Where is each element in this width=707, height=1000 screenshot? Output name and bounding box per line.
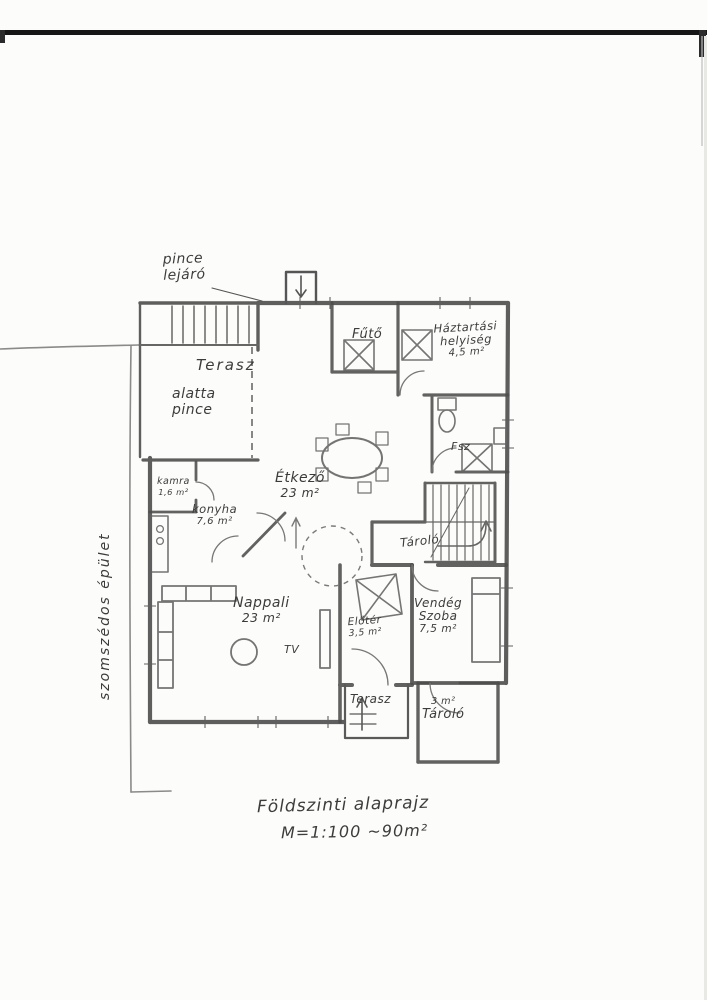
caption-scale: M=1:100 ~90m² xyxy=(280,820,429,843)
side-note-neighboring-building: szomszédos épület xyxy=(97,532,113,700)
interior-walls xyxy=(148,301,510,764)
label-terasz-upper: Terasz xyxy=(196,356,256,374)
label-tarolo-lower: 3 m² Tároló xyxy=(422,696,465,722)
toilet-icon xyxy=(437,397,457,433)
label-tv: TV xyxy=(284,643,300,656)
stair-direction-arrow xyxy=(437,520,492,547)
room-name: Tároló xyxy=(422,706,465,722)
dining-flow-arrow xyxy=(291,516,301,549)
door-swing-arcs xyxy=(195,370,461,714)
sink-icon xyxy=(493,427,507,445)
fixtures xyxy=(343,329,507,621)
room-name: Nappali xyxy=(233,595,290,611)
label-pince-lejaro: pince lejáró xyxy=(162,250,206,284)
room-name: kamra xyxy=(157,476,190,487)
label-eloter: Előtér 3,5 m² xyxy=(347,614,382,639)
bed xyxy=(471,577,501,663)
label-etkezo: Étkező 23 m² xyxy=(275,470,325,500)
dining-chairs xyxy=(315,423,389,494)
shower-icon xyxy=(461,443,493,473)
stove-burner xyxy=(155,536,165,546)
label-terasz-note: alatta pince xyxy=(172,386,216,418)
room-name: Étkező xyxy=(275,470,325,486)
window-ticks xyxy=(144,297,514,728)
sofa xyxy=(157,585,237,689)
dashed-guides xyxy=(251,347,363,587)
label-futo: Fűtő xyxy=(352,327,383,342)
label-fsz: Fsz xyxy=(451,440,471,453)
cellar-entry xyxy=(211,270,318,305)
room-area: 7,6 m² xyxy=(196,515,233,527)
washing-machine-icon xyxy=(401,329,433,361)
room-name: Vendég Szoba xyxy=(414,596,463,624)
furniture xyxy=(151,423,501,689)
room-name: Háztartási helyiség xyxy=(433,318,498,349)
label-kamra: kamra 1,6 m² xyxy=(157,476,190,497)
room-area: 3 m² xyxy=(430,696,456,707)
furnace-icon xyxy=(343,339,375,371)
label-konyha: konyha 7,6 m² xyxy=(192,503,237,527)
entrance-mat-icon xyxy=(355,573,403,621)
kitchen-counter xyxy=(151,515,169,573)
main-staircase xyxy=(424,484,496,561)
down-arrow-icon xyxy=(295,275,307,298)
stair-break-line xyxy=(430,487,470,558)
property-boundary-lines xyxy=(0,344,172,793)
room-area: 23 m² xyxy=(241,610,281,625)
room-area: 7,5 m² xyxy=(419,622,457,635)
label-haztartasi: Háztartási helyiség 4,5 m² xyxy=(427,318,505,360)
label-terasz-lower: Terasz xyxy=(350,692,392,706)
room-name: konyha xyxy=(192,502,238,516)
tv-unit xyxy=(319,609,331,669)
dining-table xyxy=(321,437,383,479)
coffee-table xyxy=(230,638,258,666)
terrace-stairs xyxy=(139,305,259,346)
up-arrow-icon xyxy=(356,697,368,731)
room-area: 4,5 m² xyxy=(448,345,486,359)
room-area: 23 m² xyxy=(280,485,320,500)
scan-artifacts xyxy=(0,30,707,1000)
label-leader-line xyxy=(211,287,263,302)
stove-burner xyxy=(155,524,165,534)
label-nappali: Nappali 23 m² xyxy=(233,595,290,625)
bottom-terrace-steps xyxy=(343,683,410,740)
label-vendegszoba: Vendég Szoba 7,5 m² xyxy=(414,596,463,636)
room-area: 1,6 m² xyxy=(158,486,189,497)
